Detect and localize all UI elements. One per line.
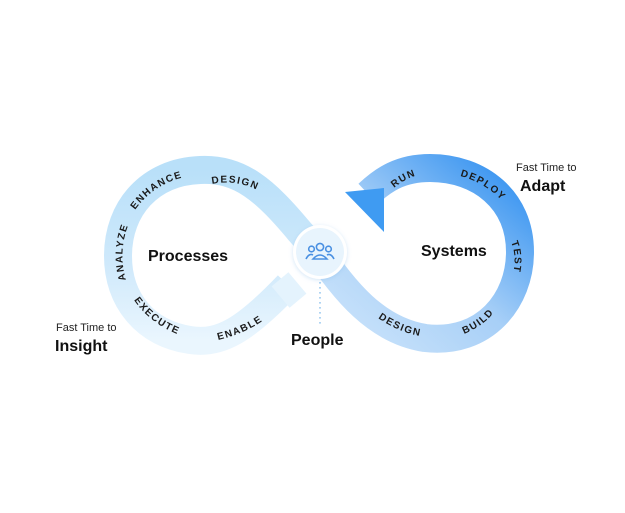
left-segment-analyze: ANALYZE bbox=[114, 222, 131, 282]
adapt-note-line2: Adapt bbox=[520, 178, 566, 195]
left-loop-band bbox=[103, 155, 329, 355]
people-group-icon bbox=[305, 242, 335, 260]
right-loop-band bbox=[306, 153, 535, 353]
arrow-head-icon bbox=[345, 188, 384, 232]
left-loop bbox=[103, 155, 329, 355]
processes-title: Processes bbox=[148, 248, 228, 265]
insight-note-line2: Insight bbox=[55, 338, 108, 355]
systems-title: Systems bbox=[421, 243, 487, 260]
adapt-note-line1: Fast Time to bbox=[516, 162, 577, 174]
people-node bbox=[293, 225, 347, 324]
people-label: People bbox=[291, 332, 344, 349]
left-loop-cap bbox=[271, 272, 307, 308]
right-loop bbox=[306, 153, 535, 353]
insight-note-line1: Fast Time to bbox=[56, 322, 117, 334]
